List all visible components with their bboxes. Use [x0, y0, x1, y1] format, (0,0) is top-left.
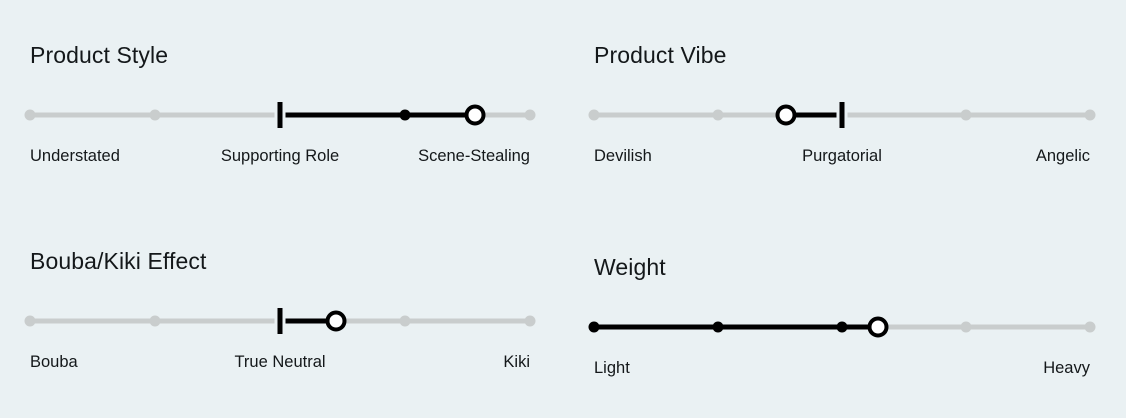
slider-scale-labels: Bouba True Neutral Kiki: [30, 353, 530, 375]
slider-stop[interactable]: [1084, 321, 1096, 333]
slider-stop[interactable]: [960, 321, 972, 333]
slider-control-bouba-kiki[interactable]: [24, 308, 536, 334]
slider-control-weight[interactable]: [588, 314, 1096, 340]
scale-label-start: Understated: [30, 147, 120, 165]
slider-stop[interactable]: [149, 109, 161, 121]
scale-label-end: Kiki: [503, 353, 530, 371]
slider-control-product-vibe[interactable]: [588, 102, 1096, 128]
slider-default-tick: [839, 102, 845, 128]
slider-widget-bouba-kiki-effect: Bouba/Kiki Effect Bouba True Neutral Kik…: [24, 248, 536, 375]
slider-default-tick: [277, 102, 283, 128]
slider-default-tick: [277, 308, 283, 334]
slider-fill: [786, 112, 842, 118]
widget-title: Product Style: [30, 42, 169, 68]
scale-label-end: Scene-Stealing: [418, 147, 530, 165]
slider-widget-product-style: Product Style Understated Supporting Rol…: [24, 42, 536, 169]
slider-control-product-style[interactable]: [24, 102, 536, 128]
scale-label-mid: True Neutral: [234, 353, 326, 371]
slider-stop[interactable]: [1084, 109, 1096, 121]
slider-handle[interactable]: [867, 316, 889, 338]
slider-stop[interactable]: [712, 109, 724, 121]
slider-stop[interactable]: [24, 109, 36, 121]
widget-title: Weight: [594, 254, 666, 280]
scale-label-mid: Supporting Role: [220, 147, 340, 165]
scale-label-end: Angelic: [1035, 147, 1090, 165]
scale-label-start: Light: [594, 359, 630, 377]
slider-fill: [594, 324, 879, 330]
widget-title: Bouba/Kiki Effect: [30, 248, 207, 274]
slider-stop[interactable]: [836, 321, 848, 333]
slider-stop[interactable]: [524, 315, 536, 327]
slider-scale-labels: Light Heavy: [594, 359, 1090, 381]
slider-stop[interactable]: [712, 321, 724, 333]
slider-fill: [280, 112, 475, 118]
slider-stop[interactable]: [524, 109, 536, 121]
widget-title: Product Vibe: [594, 42, 727, 68]
slider-stop[interactable]: [24, 315, 36, 327]
slider-handle[interactable]: [325, 310, 347, 332]
slider-widget-weight: Weight Light Heavy: [588, 254, 1096, 381]
slider-widget-product-vibe: Product Vibe Devilish Purgatorial Angeli…: [588, 42, 1096, 169]
slider-fill: [280, 318, 336, 324]
slider-stop[interactable]: [399, 315, 411, 327]
slider-scale-labels: Devilish Purgatorial Angelic: [594, 147, 1090, 169]
slider-stop[interactable]: [588, 109, 600, 121]
slider-scale-labels: Understated Supporting Role Scene-Steali…: [30, 147, 530, 169]
slider-handle[interactable]: [775, 104, 797, 126]
slider-stop[interactable]: [399, 109, 411, 121]
scale-label-start: Devilish: [594, 147, 652, 165]
slider-handle[interactable]: [464, 104, 486, 126]
slider-stop[interactable]: [960, 109, 972, 121]
slider-stop[interactable]: [588, 321, 600, 333]
slider-stop[interactable]: [149, 315, 161, 327]
scale-label-mid: Purgatorial: [802, 147, 882, 165]
scale-label-start: Bouba: [30, 353, 78, 371]
scale-label-end: Heavy: [1043, 359, 1090, 377]
